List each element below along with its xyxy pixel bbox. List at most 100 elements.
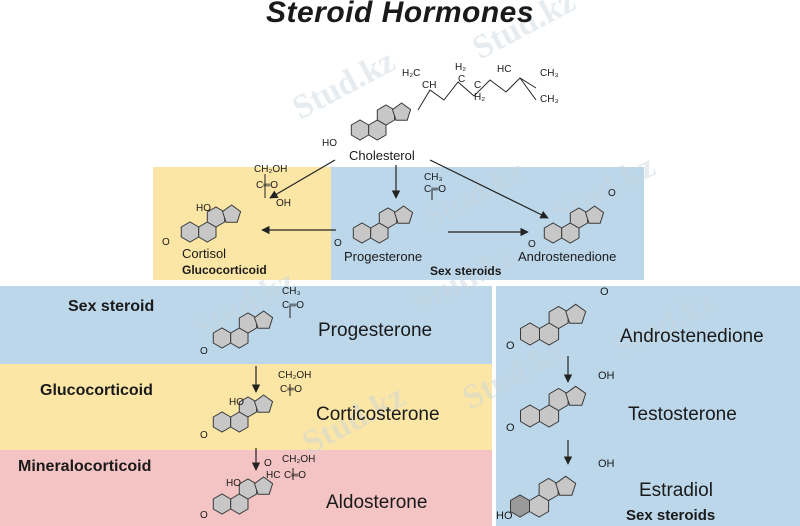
label-glucocorticoid-top: Glucocorticoid <box>182 263 267 277</box>
label-testosterone: Testosterone <box>628 404 737 425</box>
progesterone-ring-c <box>238 312 258 334</box>
group-aldosterone-ch2oh: CH₂OH <box>282 454 316 465</box>
arrow-layer <box>251 159 573 471</box>
group-testosterone-oh: OH <box>598 370 615 382</box>
cholesterol-ring-a <box>350 119 370 141</box>
category-sex-steroid: Sex steroid <box>68 298 155 315</box>
testosterone-structure <box>520 385 587 428</box>
page-title: Steroid Hormones <box>265 0 535 29</box>
group-c-b: C <box>474 80 482 91</box>
group-progesterone-top-o: O <box>334 238 342 249</box>
estradiol-ring-c <box>538 477 559 502</box>
group-ch3-top: CH₃ <box>540 68 559 79</box>
group-hc: HC <box>497 64 512 75</box>
label-androstenedione: Androstenedione <box>620 326 764 347</box>
cholesterol-structure <box>350 102 412 141</box>
aldosterone-ring-c <box>238 478 258 500</box>
group-h2-a: H₂ <box>455 62 467 73</box>
estradiol-structure <box>510 475 577 518</box>
category-mineralocorticoid: Mineralocorticoid <box>18 458 152 475</box>
cortisol-ring-a <box>180 221 200 243</box>
category-sex-steroids-right: Sex steroids <box>626 507 716 524</box>
arrow-cholesterol-to-androstenedione <box>429 159 549 219</box>
group-cortisol-ch2oh: CH₂OH <box>254 164 288 175</box>
label-cortisol: Cortisol <box>182 246 227 261</box>
group-cortisol-c-eq-o: C═O <box>256 180 279 191</box>
group-estradiol-oh: OH <box>598 458 615 470</box>
group-cholesterol-ho: HO <box>322 138 337 149</box>
corticosterone-ring-d <box>253 394 274 413</box>
label-androstenedione-top: Androstenedione <box>518 249 617 264</box>
molecule-layer <box>180 102 605 518</box>
group-estradiol-ho: HO <box>496 510 513 522</box>
testosterone-ring-c <box>548 387 569 412</box>
group-aldosterone-ho: HO <box>226 478 241 489</box>
androstenedione-ring-d <box>565 303 587 324</box>
watermark-text: Stud.kz <box>546 147 661 232</box>
group-cortisol-ho: HO <box>196 203 211 214</box>
group-corticosterone-c-eq-o: C═O <box>280 384 303 395</box>
group-androstenedione-o: O <box>600 286 609 298</box>
group-aldosterone-hc: HC <box>266 470 281 481</box>
group-cortisol-o: O <box>162 237 170 248</box>
progesterone-top-ring-c <box>378 207 398 229</box>
progesterone-structure <box>212 310 274 349</box>
cholesterol-side-chain <box>417 77 537 111</box>
group-progesterone-c-eq-o: C═O <box>282 300 305 311</box>
androstenedione-top-ring-c <box>569 207 589 229</box>
corticosterone-structure <box>212 394 274 433</box>
group-androstenedione-top-o-ring: O <box>528 239 536 250</box>
cortisol-ring-d <box>221 204 242 223</box>
androstenedione-structure <box>520 303 587 346</box>
group-corticosterone-ho: HO <box>229 397 244 408</box>
progesterone-top-ring-a <box>352 222 372 244</box>
arrow-cholesterol-to-cortisol <box>269 159 336 199</box>
group-c-a: C <box>458 74 466 85</box>
group-aldosterone-o: O <box>264 458 272 469</box>
group-aldosterone-o-ring: O <box>200 510 208 521</box>
group-cortisol-oh: OH <box>276 198 291 209</box>
label-cholesterol: Cholesterol <box>349 148 415 163</box>
group-corticosterone-o: O <box>200 430 208 441</box>
group-h2-b: H₂ <box>474 92 486 103</box>
label-corticosterone: Corticosterone <box>316 404 440 425</box>
label-sex-steroids-top: Sex steroids <box>430 264 502 278</box>
progesterone-ring-d <box>253 310 274 329</box>
group-ch: CH <box>422 80 437 91</box>
cholesterol-side-chain-branch <box>519 77 537 101</box>
label-progesterone-top: Progesterone <box>344 249 423 264</box>
corticosterone-ring-a <box>212 411 232 433</box>
group-aldosterone-c-eq-o: C═O <box>284 470 307 481</box>
group-progesterone-top-c-eq-o: C═O <box>424 184 447 195</box>
cholesterol-ring-c <box>376 104 396 126</box>
androstenedione-top-ring-a <box>543 222 563 244</box>
group-testosterone-o: O <box>506 422 515 434</box>
label-aldosterone: Aldosterone <box>326 492 428 513</box>
cholesterol-ring-d <box>391 102 412 121</box>
watermark-text: Stud.kz <box>606 282 721 367</box>
side-group-lines <box>264 77 537 480</box>
group-corticosterone-ch2oh: CH₂OH <box>278 370 312 381</box>
group-progesterone-o: O <box>200 346 208 357</box>
label-progesterone: Progesterone <box>318 320 433 341</box>
group-progesterone-ch3: CH₃ <box>282 286 301 297</box>
progesterone-top-ring-d <box>393 205 414 224</box>
androstenedione-top-ring-d <box>584 205 605 224</box>
group-androstenedione-top-o: O <box>608 188 616 199</box>
progesterone-ring-a <box>212 327 232 349</box>
testosterone-ring-d <box>565 385 587 406</box>
aldosterone-structure <box>212 476 274 515</box>
group-progesterone-top-ch3: CH₃ <box>424 172 443 183</box>
group-ch3-bottom: CH₃ <box>540 94 559 105</box>
androstenedione-ring-a <box>520 322 540 346</box>
androstenedione-top-structure <box>543 205 605 244</box>
group-androstenedione-o-ring: O <box>506 340 515 352</box>
aldosterone-ring-a <box>212 493 232 515</box>
testosterone-ring-a <box>520 404 540 428</box>
estradiol-ring-d <box>555 475 577 496</box>
androstenedione-ring-c <box>548 305 569 330</box>
estradiol-ring-a <box>510 494 530 518</box>
category-glucocorticoid: Glucocorticoid <box>40 382 153 399</box>
